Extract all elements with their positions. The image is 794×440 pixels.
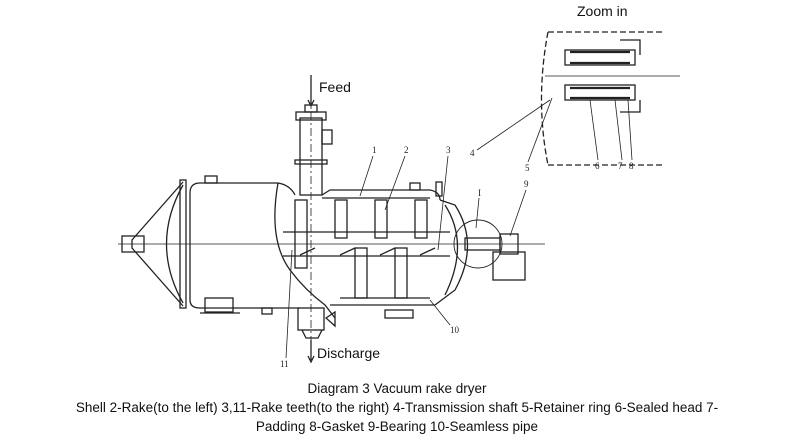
transmission-shaft: [453, 219, 526, 281]
part-label-6: 6: [595, 161, 600, 171]
shell-body: [189, 175, 469, 319]
discharge-outlet: [297, 307, 336, 364]
rakes: [283, 199, 450, 299]
part-label-3: 3: [446, 145, 451, 155]
part-label-4: 4: [470, 148, 475, 158]
part-label-2: 2: [404, 145, 409, 155]
caption-line-1: Shell 2-Rake(to the left) 3,11-Rake teet…: [75, 400, 719, 415]
caption-title: Diagram 3 Vacuum rake dryer: [307, 381, 487, 396]
part-label-10: 10: [450, 325, 460, 335]
part-label-1: 1: [372, 145, 377, 155]
leader-lines: [285, 97, 633, 359]
part-label-5: 5: [525, 163, 530, 173]
discharge-label: Discharge: [317, 345, 380, 361]
zoom-in-detail: [540, 31, 680, 166]
part-label-8: 8: [629, 161, 634, 171]
caption-line-2: Padding 8-Gasket 9-Bearing 10-Seamless p…: [255, 419, 539, 434]
part-label-11: 11: [280, 359, 289, 369]
zoom-in-label: Zoom in: [577, 3, 628, 19]
vacuum-rake-dryer-diagram: 1 2 3 I 4 5 6 7 8 9 10 11 Zoom in Feed D…: [118, 3, 680, 369]
feed-arrow-icon: [307, 75, 315, 108]
feed-label: Feed: [319, 79, 351, 95]
feed-pipe: [294, 75, 333, 360]
part-label-I: I: [478, 188, 481, 198]
left-cone-head: [121, 179, 187, 309]
part-label-7: 7: [618, 161, 623, 171]
part-label-9: 9: [524, 179, 529, 189]
discharge-arrow-icon: [307, 340, 315, 364]
